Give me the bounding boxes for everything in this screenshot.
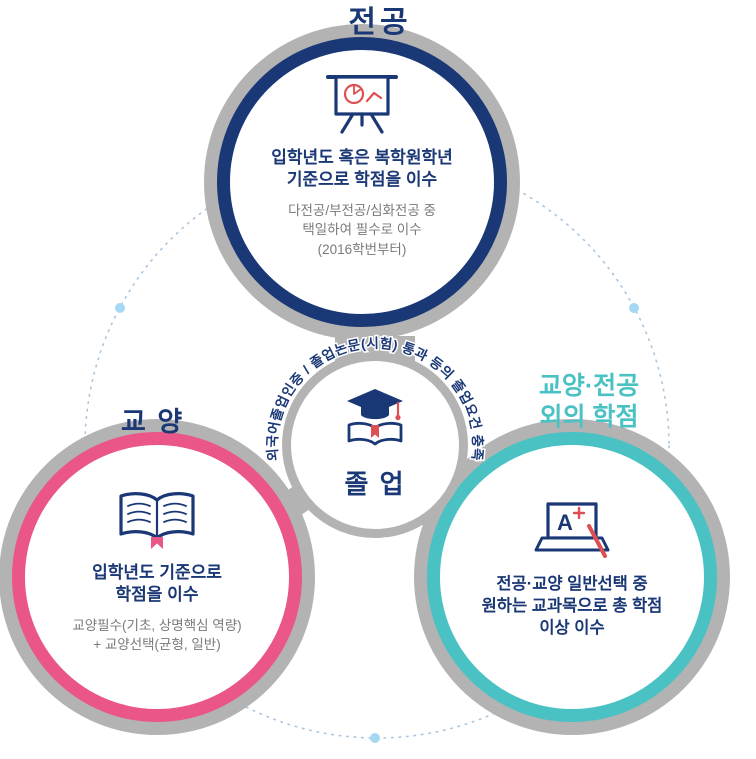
body-line: 택일하여 필수로 이수 <box>302 222 422 238</box>
open-book-icon <box>119 492 195 549</box>
orbit-dot-right <box>629 303 639 313</box>
label-general-elective: 교양·전공 외의 학점 <box>514 371 664 432</box>
body-line: + 교양선택(균형, 일반) <box>93 637 221 653</box>
svg-text:A: A <box>557 510 573 535</box>
label-major: 전공 <box>348 6 412 39</box>
label-line: 외의 학점 <box>539 402 639 431</box>
body-line: 교양필수(기초, 상명핵심 역량) <box>72 617 242 633</box>
graduation-cap-book-icon <box>347 389 403 446</box>
presentation-chart-icon <box>326 75 398 134</box>
title-line: 학점을 이수 <box>115 585 199 605</box>
major-title: 입학년도 혹은 복학원학년 기준으로 학점을 이수 <box>271 147 453 192</box>
general-elective-circle: A 전공·교양 일반선택 중 원하는 교과목으로 총 학점 이상 이수 <box>427 432 717 722</box>
liberal-arts-title: 입학년도 기준으로 학점을 이수 <box>92 562 222 607</box>
title-line: 전공·교양 일반선택 중 <box>496 575 648 593</box>
body-line: (2016학번부터) <box>317 242 407 257</box>
major-circle: 입학년도 혹은 복학원학년 기준으로 학점을 이수 다전공/부전공/심화전공 중… <box>217 37 507 327</box>
label-line: 교양·전공 <box>538 372 640 400</box>
liberal-arts-circle: 입학년도 기준으로 학점을 이수 교양필수(기초, 상명핵심 역량) + 교양선… <box>12 432 302 722</box>
title-line: 입학년도 혹은 복학원학년 <box>271 148 453 167</box>
liberal-arts-description: 교양필수(기초, 상명핵심 역량) + 교양선택(균형, 일반) <box>72 616 241 655</box>
body-line: 다전공/부전공/심화전공 중 <box>288 202 436 218</box>
major-description: 다전공/부전공/심화전공 중 택일하여 필수로 이수 (2016학번부터) <box>288 201 436 260</box>
laptop-aplus-icon: A <box>534 502 610 558</box>
label-liberal-arts: 교 양 <box>121 407 185 437</box>
orbit-dot-bottom <box>370 733 380 743</box>
orbit-dot-left <box>115 303 125 313</box>
graduation-label: 졸 업 <box>344 469 406 499</box>
title-line: 입학년도 기준으로 <box>92 563 222 582</box>
general-elective-title: 전공·교양 일반선택 중 원하는 교과목으로 총 학점 이상 이수 <box>482 574 663 639</box>
title-line: 기준으로 학점을 이수 <box>286 170 438 190</box>
title-line: 원하는 교과목으로 총 학점 <box>481 596 663 615</box>
title-line: 이상 이수 <box>539 618 605 637</box>
graduation-circle: 졸 업 <box>282 352 468 538</box>
